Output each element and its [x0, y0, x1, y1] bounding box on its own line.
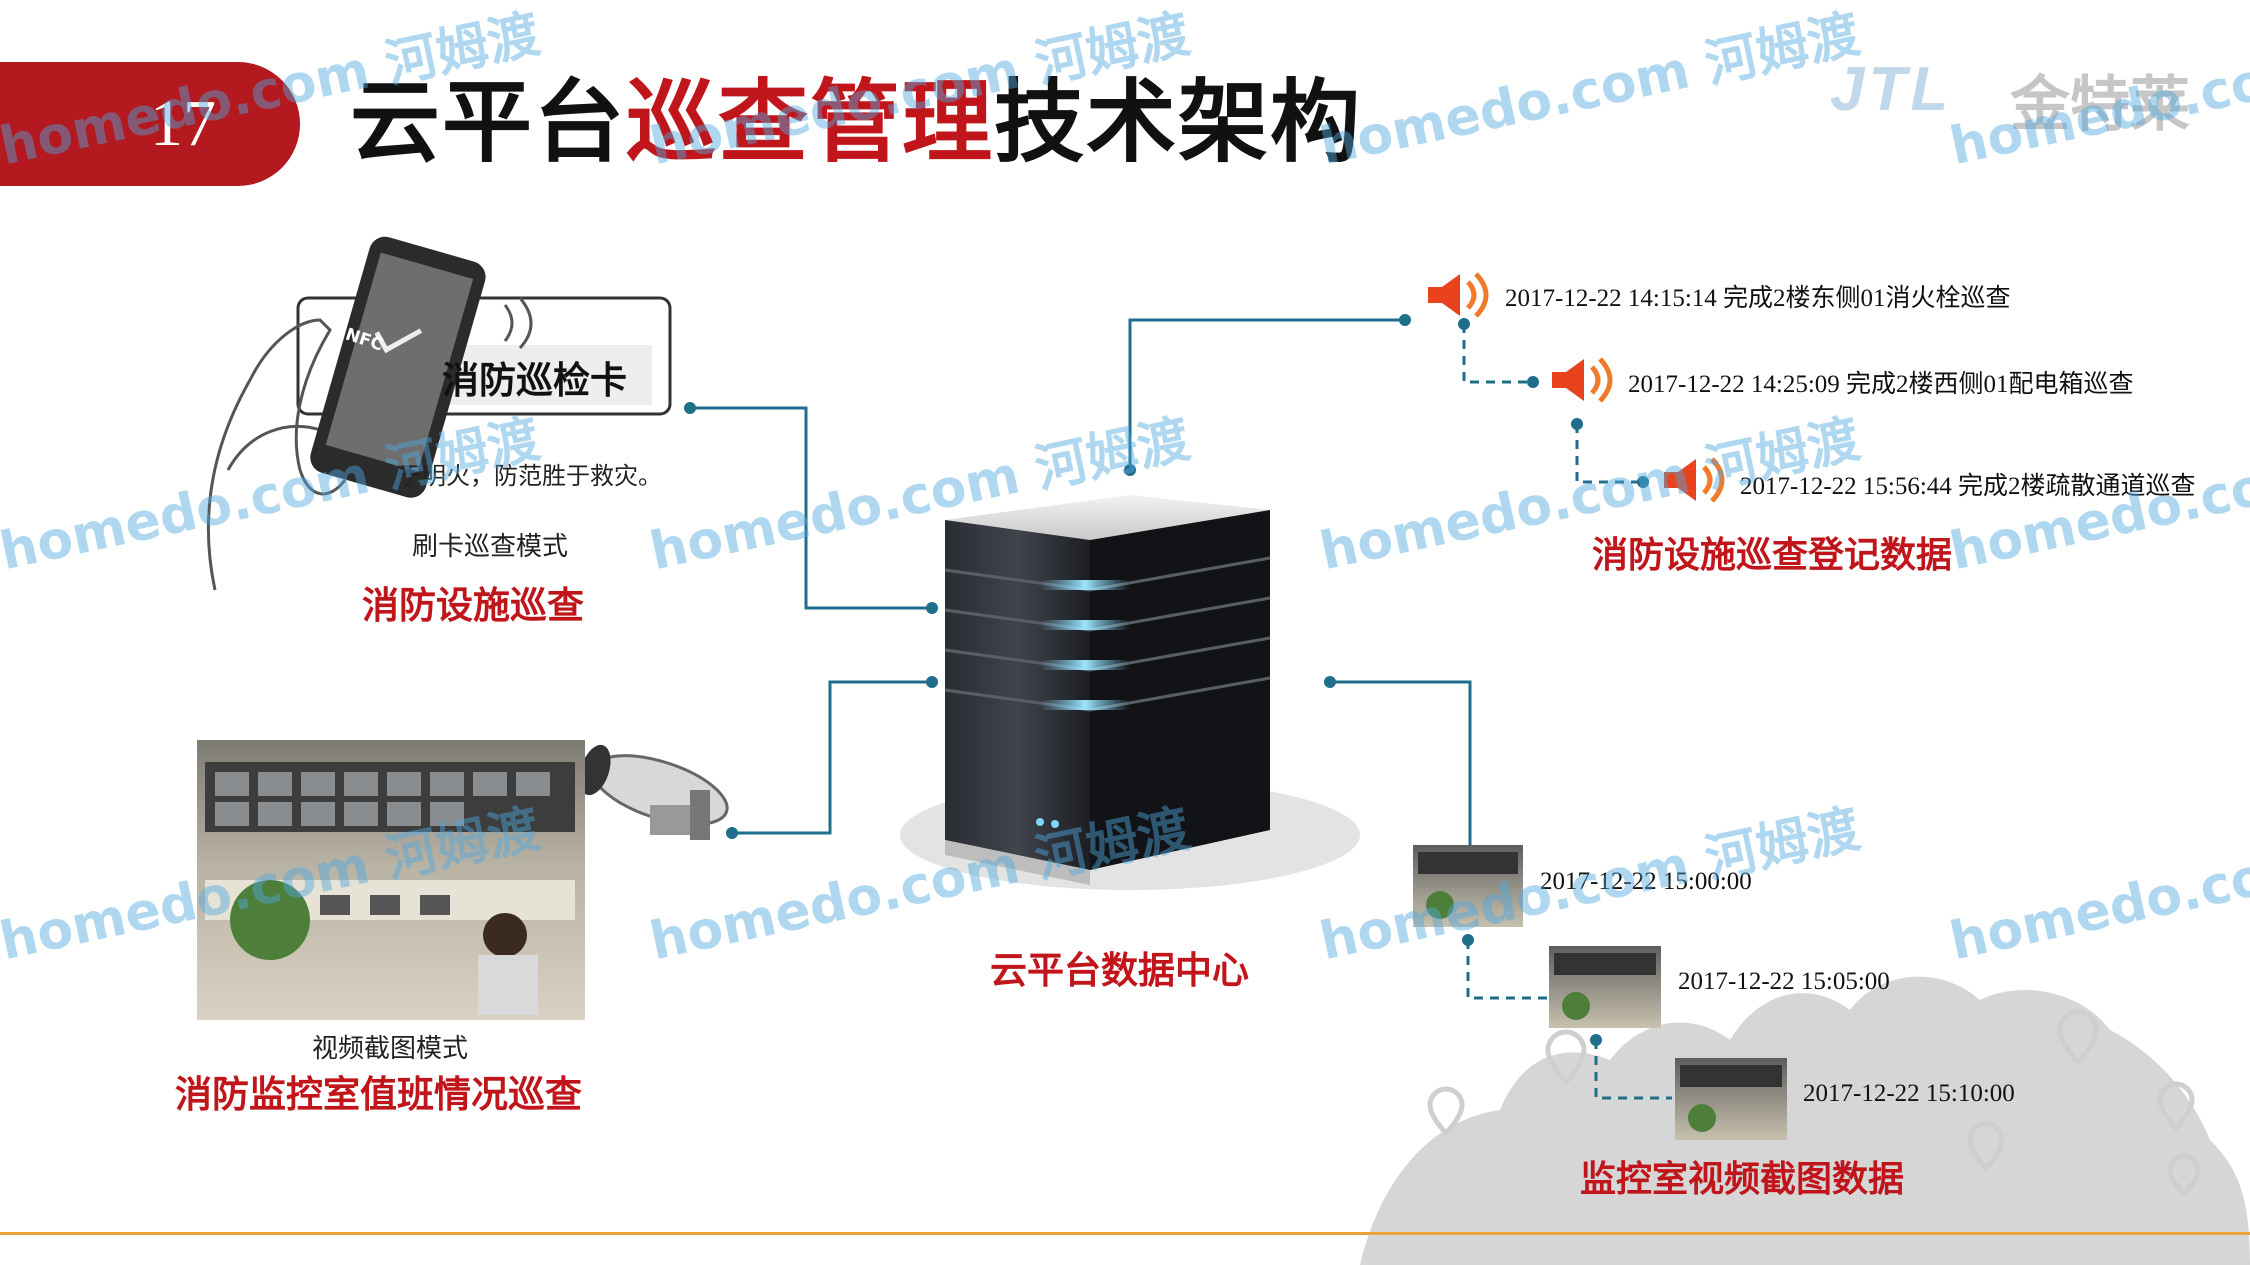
location-pin-icons — [1427, 1009, 2201, 1198]
video-mode-caption: 视频截图模式 — [312, 1034, 469, 1064]
nfc-card-illustration — [206, 236, 672, 591]
inspection-log-entry: 2017-12-22 14:25:09 完成2楼西侧01配电箱巡查 — [1628, 371, 2134, 398]
slide-number: 17 — [150, 87, 216, 160]
dashed-dots-top — [1458, 318, 1649, 488]
speaker-icon — [1664, 457, 1725, 503]
slide-number-tab — [0, 62, 300, 186]
cctv-camera-icon — [579, 744, 729, 840]
company-logo: JTL 金特莱 — [1830, 40, 2220, 140]
nfc-card-title: 消防巡检卡 — [442, 359, 627, 402]
nfc-card-slogan: 于明火，防范胜于救灾。 — [398, 462, 662, 490]
cloud-data-center-label: 云平台数据中心 — [990, 949, 1249, 992]
footer-line — [0, 1232, 2250, 1235]
video-thumbnail — [1675, 1058, 1787, 1140]
monitoring-room-photo — [197, 740, 585, 1020]
logo-mark: JTL — [1830, 55, 1953, 124]
video-thumbnail — [1413, 845, 1523, 927]
dashed-dots-bottom — [1462, 934, 1602, 1046]
screenshot-timestamp: 2017-12-22 15:00:00 — [1540, 868, 1752, 895]
screenshot-timestamp: 2017-12-22 15:10:00 — [1803, 1080, 2015, 1107]
inspection-log-entry: 2017-12-22 14:15:14 完成2楼东侧01消火栓巡查 — [1505, 285, 2011, 312]
control-room-duty-inspection-label: 消防监控室值班情况巡查 — [175, 1073, 582, 1116]
inspection-record-label: 消防设施巡查登记数据 — [1592, 535, 1953, 576]
title-part-highlight: 巡查管理 — [626, 70, 994, 175]
inspection-log-entry: 2017-12-22 15:56:44 完成2楼疏散通道巡查 — [1740, 473, 2196, 500]
fire-facility-inspection-label: 消防设施巡查 — [362, 584, 584, 627]
swipe-mode-caption: 刷卡巡查模式 — [412, 532, 569, 562]
slide-title: 云平台巡查管理技术架构 — [350, 68, 1362, 178]
speaker-icon — [1552, 357, 1613, 403]
screenshot-timestamp: 2017-12-22 15:05:00 — [1678, 968, 1890, 995]
title-part-3: 技术架构 — [994, 70, 1362, 175]
video-thumbnail — [1549, 946, 1661, 1028]
speaker-icon — [1428, 272, 1489, 318]
dashed-connectors-bottom — [1466, 940, 1672, 1100]
connector-lines — [690, 318, 1472, 865]
server-icon — [900, 495, 1360, 890]
dashed-connectors-top — [1462, 324, 1643, 484]
screenshot-data-label: 监控室视频截图数据 — [1580, 1159, 1905, 1200]
title-part-1: 云平台 — [350, 70, 626, 175]
logo-text: 金特莱 — [2010, 70, 2190, 140]
crowd-silhouette — [1360, 976, 2250, 1265]
